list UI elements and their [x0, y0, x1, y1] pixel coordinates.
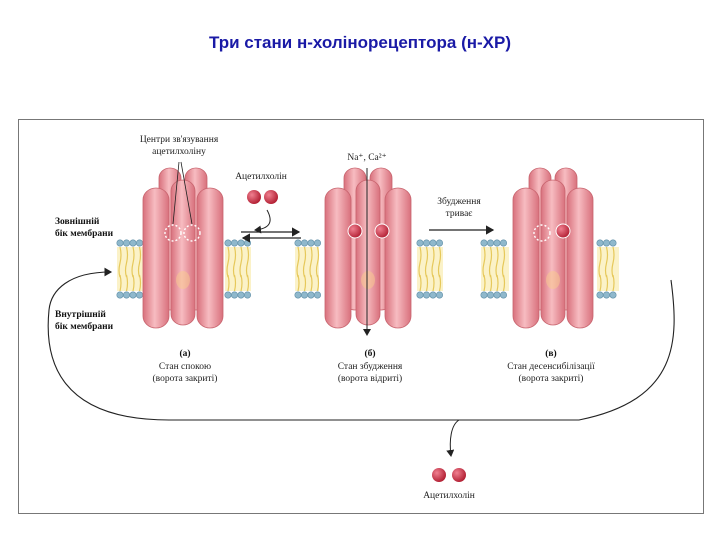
inner-side-label-line-1: Внутрішній [55, 309, 106, 320]
outer-side-label-line-1: Зовнішній [55, 216, 100, 227]
state-b-letter: (б) [364, 348, 375, 359]
ions-label: Na⁺, Ca²⁺ [347, 153, 386, 163]
state-c-gate: (ворота закриті) [519, 373, 584, 384]
acetylcholine-bottom-label: Ацетилхолін [423, 491, 475, 501]
binding-sites-label-line-1: Центри зв'язування [140, 135, 219, 145]
membrane-segment-3 [294, 239, 321, 299]
acetylcholine-release-arrow [446, 419, 460, 457]
prolonged-label-line-1: Збудження [437, 196, 481, 207]
diagram-frame: Центри зв'язування ацетилхоліну Ацетилхо… [18, 119, 704, 514]
pointer-line [172, 161, 180, 225]
acetylcholine-molecule-icon [432, 468, 446, 482]
receptor-resting-state [142, 167, 224, 329]
acetylcholine-label: Ацетилхолін [235, 172, 287, 182]
recovery-loop-arrow [47, 267, 675, 421]
membrane-segment-6 [596, 239, 619, 299]
state-c-letter: (в) [545, 348, 556, 359]
outer-side-label-line-2: бік мембрани [55, 228, 114, 239]
receptor-open-state [324, 167, 412, 329]
state-a-letter: (а) [179, 348, 190, 359]
acetylcholine-molecule-icon [347, 223, 363, 239]
binding-site-marker [183, 224, 201, 242]
acetylcholine-molecule-icon [247, 190, 261, 204]
binding-sites-label-line-2: ацетилхоліну [152, 147, 206, 157]
state-a-gate: (ворота закриті) [153, 373, 218, 384]
membrane-segment-1 [116, 239, 147, 299]
page-title: Три стани н-холінорецептора (н-ХР) [208, 33, 512, 52]
state-b-name: Стан збудження [338, 361, 403, 372]
membrane-segment-5 [480, 239, 509, 299]
membrane-segment-4 [416, 239, 443, 299]
binding-site-marker [164, 224, 182, 242]
receptor-states-diagram: Центри зв'язування ацетилхоліну Ацетилхо… [47, 135, 675, 501]
acetylcholine-molecule-icon [264, 190, 278, 204]
acetylcholine-molecule-icon [374, 223, 390, 239]
acetylcholine-molecule-icon [555, 223, 571, 239]
pointer-line [180, 161, 193, 225]
binding-site-marker [533, 224, 551, 242]
receptor-desensitized-state [512, 167, 594, 329]
state-a-name: Стан спокою [159, 362, 211, 372]
inner-side-label-line-2: бік мембрани [55, 321, 114, 332]
prolonged-label-line-2: триває [446, 209, 473, 219]
membrane-segment-2 [224, 239, 252, 299]
acetylcholine-molecule-icon [452, 468, 466, 482]
state-c-name: Стан десенсибілізації [507, 361, 595, 372]
binding-arrow [254, 209, 271, 234]
state-b-gate: (ворота відриті) [338, 373, 402, 384]
